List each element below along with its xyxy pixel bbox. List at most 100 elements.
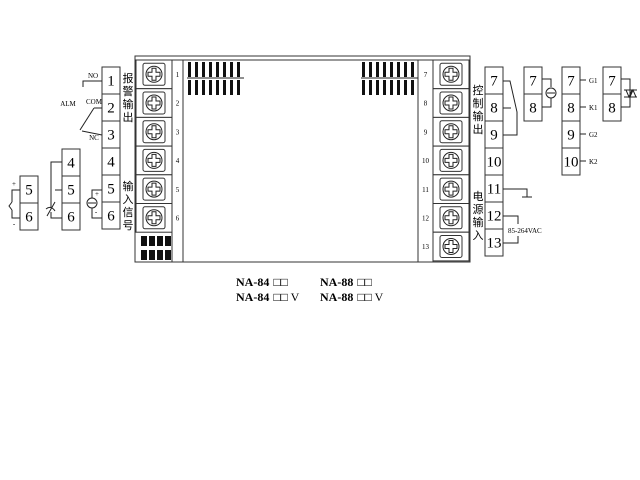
source-wire-plus [91, 189, 102, 198]
model-name: NA-88 [320, 290, 353, 304]
screw-icon [145, 209, 163, 227]
thermocouple-terminal-number: 6 [25, 210, 33, 226]
triac-wire [621, 78, 631, 108]
housing-right-number: 8 [424, 100, 428, 108]
vent-slot [411, 80, 414, 95]
screw-slot [444, 67, 458, 81]
thyristor-terminal-number: 7 [567, 74, 575, 90]
right-terminal-number: 10 [487, 155, 502, 171]
screw-icon [145, 94, 163, 112]
thyristor-label: G2 [589, 131, 598, 139]
connector-pin [165, 236, 171, 246]
control-output-label: 控 [473, 83, 484, 97]
screw-slot [147, 96, 161, 110]
connector-pin [149, 250, 155, 260]
left-terminal-number: 4 [107, 155, 115, 171]
thyristor-label: G1 [589, 77, 598, 85]
model-name: NA-84 [236, 275, 269, 289]
housing-left-number: 5 [176, 186, 180, 194]
thermocouple-terminal-box [19, 202, 39, 231]
thermocouple-icon [8, 201, 13, 211]
model-label: NA-84□□ [236, 275, 288, 289]
vent-slot [216, 62, 219, 77]
right-terminal-number: 13 [487, 236, 502, 252]
vent-slot [383, 62, 386, 77]
ssr-terminal-number: 7 [529, 74, 537, 90]
housing-left-number: 3 [176, 128, 180, 136]
screw-icon [145, 180, 163, 198]
thyristor-terminal-number: 8 [567, 101, 575, 117]
vent-slot [404, 62, 407, 77]
vent-slot [230, 62, 233, 77]
screw-icon [442, 65, 460, 83]
vent-slot [237, 80, 240, 95]
thermocouple-terminal-number: 5 [25, 183, 33, 199]
housing-right-number: 10 [422, 157, 430, 165]
screw-slot [444, 240, 458, 253]
vent-slot [376, 80, 379, 95]
left-terminal-number: 2 [107, 101, 115, 117]
vent-slot [216, 80, 219, 95]
right-terminal-number: 11 [487, 182, 501, 198]
tc-minus-label: - [13, 220, 16, 228]
model-label: NA-88□□ V [320, 290, 384, 304]
vent-slot [397, 62, 400, 77]
housing-right-number: 11 [422, 186, 429, 194]
vent-slot [404, 80, 407, 95]
screw-slot [147, 153, 161, 167]
thyristor-label: K1 [589, 104, 598, 112]
housing-right-number: 13 [422, 243, 430, 251]
control-output-label: 出 [473, 122, 484, 136]
rtd-icon [45, 201, 56, 217]
right-terminal-number: 7 [490, 74, 498, 90]
rtd-terminal-number: 6 [67, 210, 75, 226]
vent-slot [237, 62, 240, 77]
tc-plus-label: + [12, 180, 16, 188]
control-output-label: 制 [473, 97, 484, 110]
screw-slot [444, 182, 458, 196]
rtd-wire-a [50, 161, 62, 207]
model-label: NA-88□□ [320, 275, 372, 289]
screw-icon [442, 151, 460, 169]
screw-slot [147, 182, 161, 196]
triac-icon [624, 88, 637, 99]
alarm-output-label: 报 [123, 71, 134, 85]
screw-slot [444, 125, 458, 139]
input-signal-label: 号 [123, 219, 134, 232]
power-wire-a [503, 215, 519, 224]
screw-icon [145, 151, 163, 169]
power-input-label: 源 [473, 202, 484, 216]
ssr-terminal-number: 8 [529, 101, 537, 117]
model-name: NA-88 [320, 275, 353, 289]
housing-right-number: 12 [422, 215, 430, 223]
left-terminal-number: 3 [107, 128, 115, 144]
alarm-switch [79, 107, 95, 131]
vent-slot [195, 62, 198, 77]
relay-wire [503, 80, 518, 136]
connector-pin [157, 236, 163, 246]
alarm-com-label: COM [86, 98, 103, 106]
vent-slot [209, 62, 212, 77]
right-terminal-number: 12 [487, 209, 502, 225]
plus-label: + [95, 190, 99, 198]
screw-icon [442, 238, 460, 255]
vent-slot [202, 80, 205, 95]
input-signal-label: 输 [123, 179, 134, 193]
screw-icon [442, 94, 460, 112]
housing-right-number: 9 [424, 128, 428, 136]
vent-slot [390, 62, 393, 77]
vent-slot [223, 62, 226, 77]
model-name: NA-84 [236, 290, 269, 304]
right-terminal-number: 9 [490, 128, 498, 144]
ssr-wire-b [542, 98, 552, 108]
power-wire-b [503, 236, 519, 244]
power-voltage-label: 85-264VAC [508, 227, 542, 235]
alarm-output-label: 出 [123, 110, 134, 124]
thyristor-terminal-number: 9 [567, 128, 575, 144]
screw-slot [147, 125, 161, 139]
alarm-label: ALM [60, 100, 76, 108]
housing-left-number: 1 [176, 71, 180, 79]
alarm-nc-label: NC [89, 134, 99, 142]
left-terminal-number: 1 [107, 74, 115, 90]
housing-left-number: 4 [176, 157, 180, 165]
